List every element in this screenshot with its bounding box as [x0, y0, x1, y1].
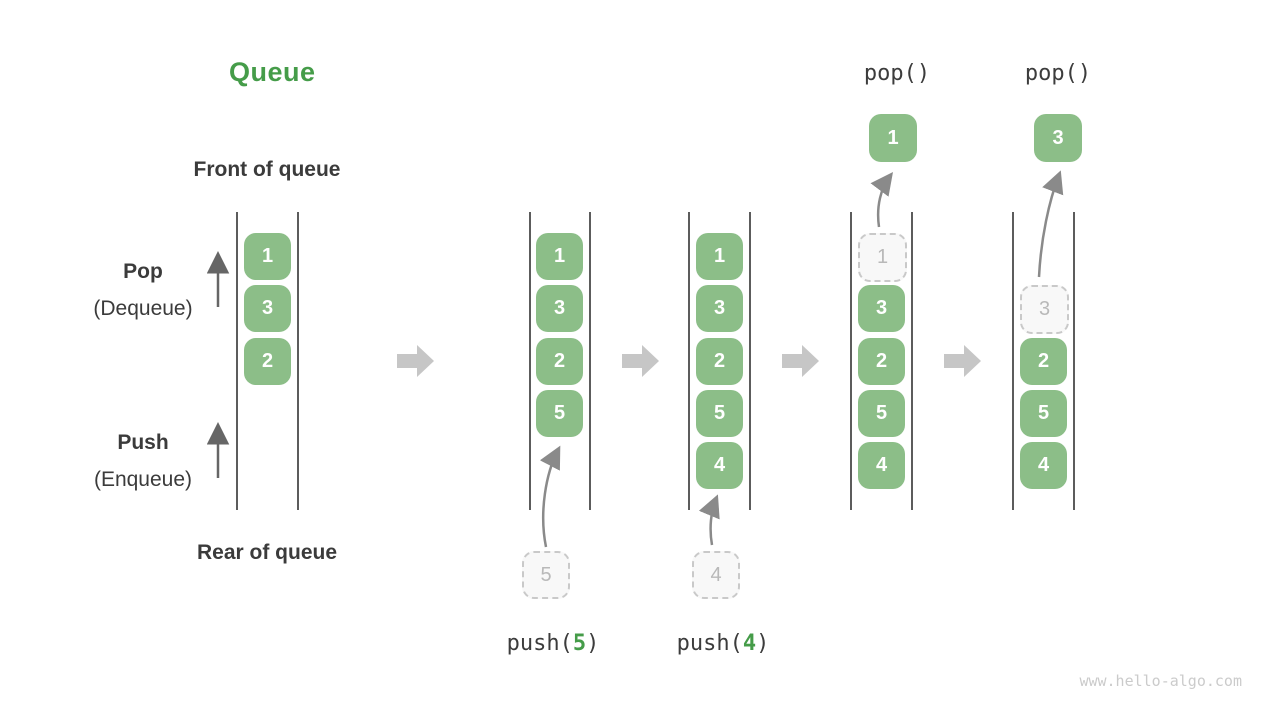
transition-arrow-icon	[944, 345, 981, 377]
queue-cell: 2	[244, 338, 291, 385]
push-close-text: )	[756, 631, 770, 656]
queue-cell: 5	[858, 390, 905, 437]
queue-cell: 3	[696, 285, 743, 332]
queue-cell: 2	[1020, 338, 1067, 385]
push-fn-text: push(	[506, 631, 573, 656]
rear-of-queue-label: Rear of queue	[196, 541, 338, 564]
push-operation-label: push(5)	[483, 631, 623, 656]
queue-cell: 5	[1020, 390, 1067, 437]
queue-cell-removed: 3	[1020, 285, 1069, 334]
queue-wall	[236, 212, 238, 510]
dequeue-label: (Dequeue)	[93, 297, 193, 320]
queue-cell-removed: 1	[858, 233, 907, 282]
push-arg-text: 4	[742, 631, 757, 656]
queue-wall	[749, 212, 751, 510]
queue-cell: 3	[244, 285, 291, 332]
queue-wall	[850, 212, 852, 510]
queue-cell: 1	[696, 233, 743, 280]
queue-wall	[1073, 212, 1075, 510]
pending-value-box: 5	[522, 551, 570, 599]
queue-cell: 4	[858, 442, 905, 489]
queue-cell: 1	[244, 233, 291, 280]
pop-flow-arrow-icon	[870, 171, 893, 228]
queue-wall	[911, 212, 913, 510]
push-operation-label: push(4)	[653, 631, 793, 656]
queue-wall	[589, 212, 591, 510]
queue-cell: 2	[536, 338, 583, 385]
transition-arrow-icon	[782, 345, 819, 377]
push-flow-arrow-icon	[539, 445, 561, 548]
push-fn-text: push(	[676, 631, 743, 656]
popped-value-box: 1	[869, 114, 917, 162]
push-arg-text: 5	[572, 631, 587, 656]
pop-flow-arrow-icon	[1037, 170, 1064, 278]
queue-cell: 5	[696, 390, 743, 437]
pop-operation-label: pop()	[1024, 61, 1092, 86]
popped-value-box: 3	[1034, 114, 1082, 162]
queue-cell: 3	[858, 285, 905, 332]
push-flow-arrow-icon	[698, 494, 720, 546]
queue-cell: 3	[536, 285, 583, 332]
queue-wall	[688, 212, 690, 510]
front-of-queue-label: Front of queue	[193, 158, 341, 181]
queue-wall	[297, 212, 299, 510]
pending-value-box: 4	[692, 551, 740, 599]
diagram-title: Queue	[229, 57, 316, 87]
enqueue-label: (Enqueue)	[93, 468, 193, 491]
transition-arrow-icon	[622, 345, 659, 377]
queue-cell: 2	[858, 338, 905, 385]
push-close-text: )	[586, 631, 600, 656]
queue-cell: 5	[536, 390, 583, 437]
queue-cell: 1	[536, 233, 583, 280]
transition-arrow-icon	[397, 345, 434, 377]
queue-cell: 4	[1020, 442, 1067, 489]
queue-wall	[1012, 212, 1014, 510]
queue-cell: 4	[696, 442, 743, 489]
pop-label: Pop	[123, 260, 163, 283]
watermark: www.hello-algo.com	[1079, 672, 1242, 690]
queue-wall	[529, 212, 531, 510]
queue-cell: 2	[696, 338, 743, 385]
pop-operation-label: pop()	[863, 61, 931, 86]
push-label: Push	[117, 431, 169, 454]
